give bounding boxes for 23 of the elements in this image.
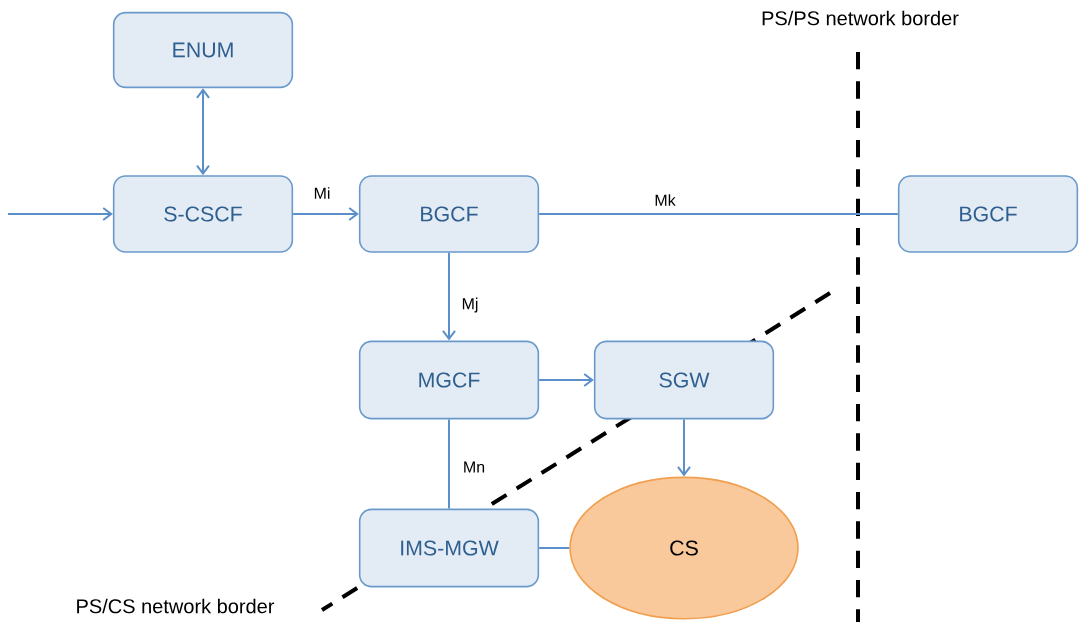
connector [677,418,691,477]
process-box: BGCF [897,175,1079,253]
process-box: ENUM [112,11,294,89]
edge-label: Mj [460,296,480,314]
border-label: PS/CS network border [77,598,275,614]
connector [196,88,210,176]
connector [448,418,450,510]
border-label: PS/PS network border [762,10,959,26]
ellipse-node: CS [569,476,799,620]
process-box: MGCF [358,340,540,420]
edge-label: Mk [653,192,677,208]
process-box: IMS-MGW [358,508,540,588]
process-box: BGCF [358,175,540,253]
edge-label: Mi [312,185,332,201]
process-box: SGW [593,340,775,420]
connector [442,251,456,341]
process-box: S-CSCF [112,175,294,253]
connector [7,207,113,221]
connector [538,547,571,549]
connector [538,213,899,215]
connector [538,373,594,387]
connector [292,207,359,221]
edge-label: Mn [461,460,487,474]
